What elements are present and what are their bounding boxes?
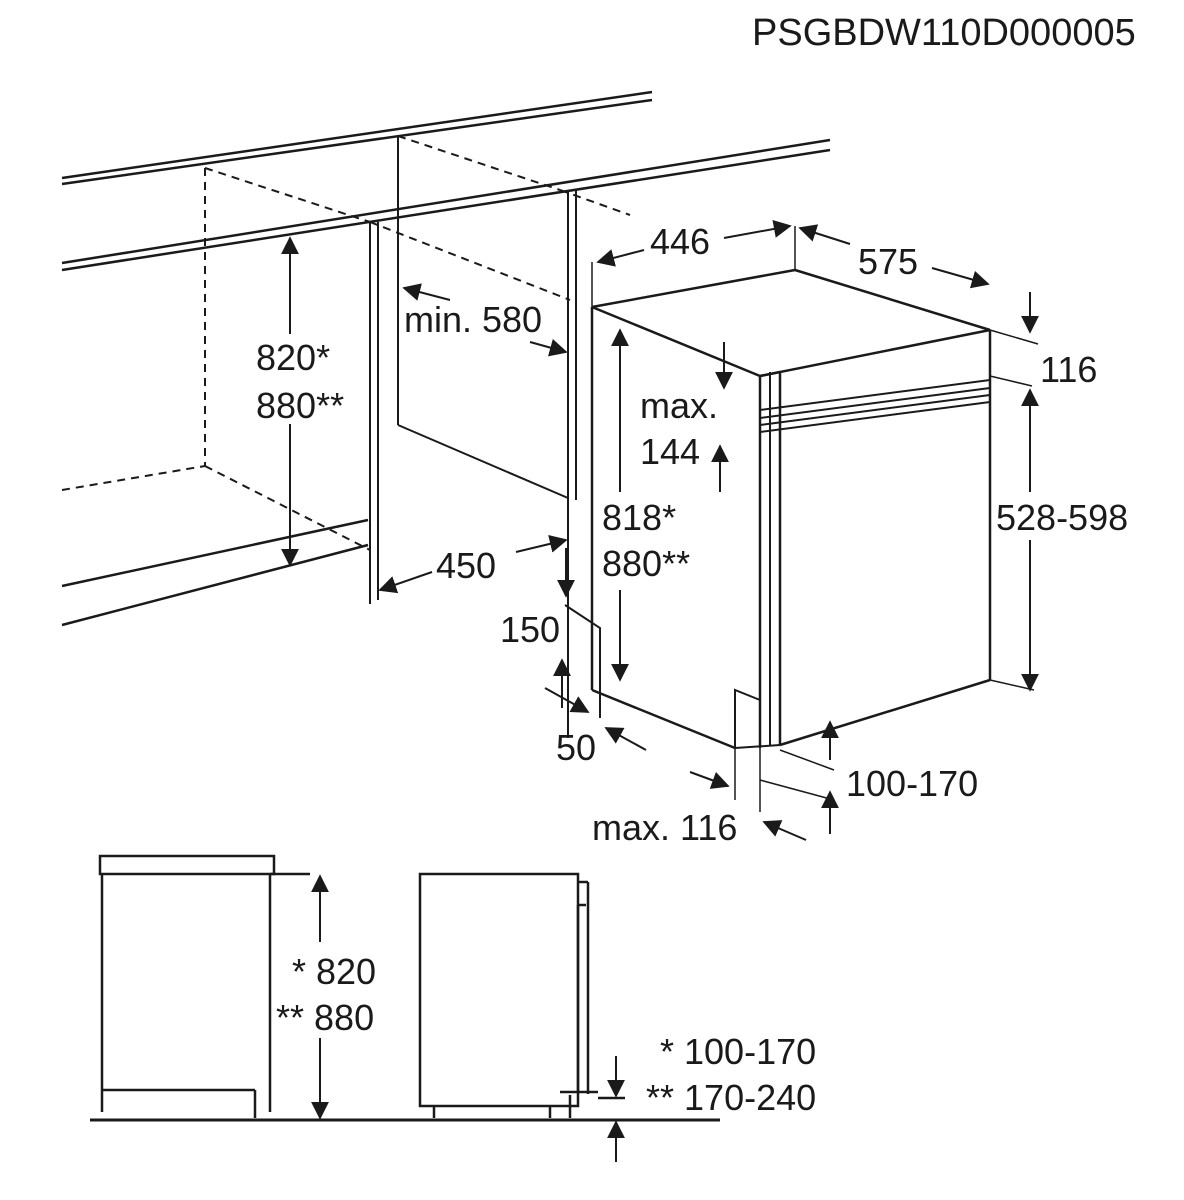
dishwasher-body — [590, 268, 992, 750]
side-view-worktop-cabinet — [98, 854, 310, 1118]
cabinet-height-star-label: 820* — [256, 337, 331, 378]
plinth-range-label: 100-170 — [846, 763, 979, 804]
opening-width-label: 450 — [436, 545, 497, 586]
side-height-star-label: * 820 — [292, 951, 377, 992]
plinth-depth-label: 50 — [556, 727, 597, 768]
extension-lines — [591, 226, 1039, 812]
side-plinth-double-star-label: ** 170-240 — [646, 1077, 817, 1118]
cabinet-height-double-star-label: 880** — [256, 385, 345, 426]
panel-gap-value-label: 144 — [640, 431, 701, 472]
opening-niche — [369, 136, 577, 738]
appliance-height-star-label: 818* — [602, 497, 677, 538]
worktop-line — [61, 90, 831, 272]
plinth-height-label: 150 — [500, 609, 561, 650]
appliance-depth-label: 575 — [858, 241, 919, 282]
panel-gap-max-label: max. — [640, 385, 719, 426]
plinth-cut — [564, 604, 781, 749]
cabinet-base — [61, 518, 369, 627]
document-code: PSGBDW110D000005 — [752, 12, 1136, 54]
max-depth-label: max. 116 — [592, 807, 738, 848]
appliance-height-double-star-label: 880** — [602, 543, 691, 584]
left-cabinet-outline — [61, 135, 631, 551]
side-plinth-star-label: * 100-170 — [660, 1031, 817, 1072]
opening-depth-label: min. 580 — [404, 299, 543, 340]
appliance-width-label: 446 — [650, 221, 711, 262]
top-offset-label: 116 — [1040, 349, 1098, 390]
side-dimension-lines — [311, 874, 625, 1162]
dimension-lines — [281, 220, 1039, 841]
door-panel-height-label: 528-598 — [996, 497, 1129, 538]
control-panel-band — [759, 372, 991, 746]
side-height-double-star-label: ** 880 — [276, 997, 375, 1038]
side-view-dishwasher — [418, 872, 625, 1118]
